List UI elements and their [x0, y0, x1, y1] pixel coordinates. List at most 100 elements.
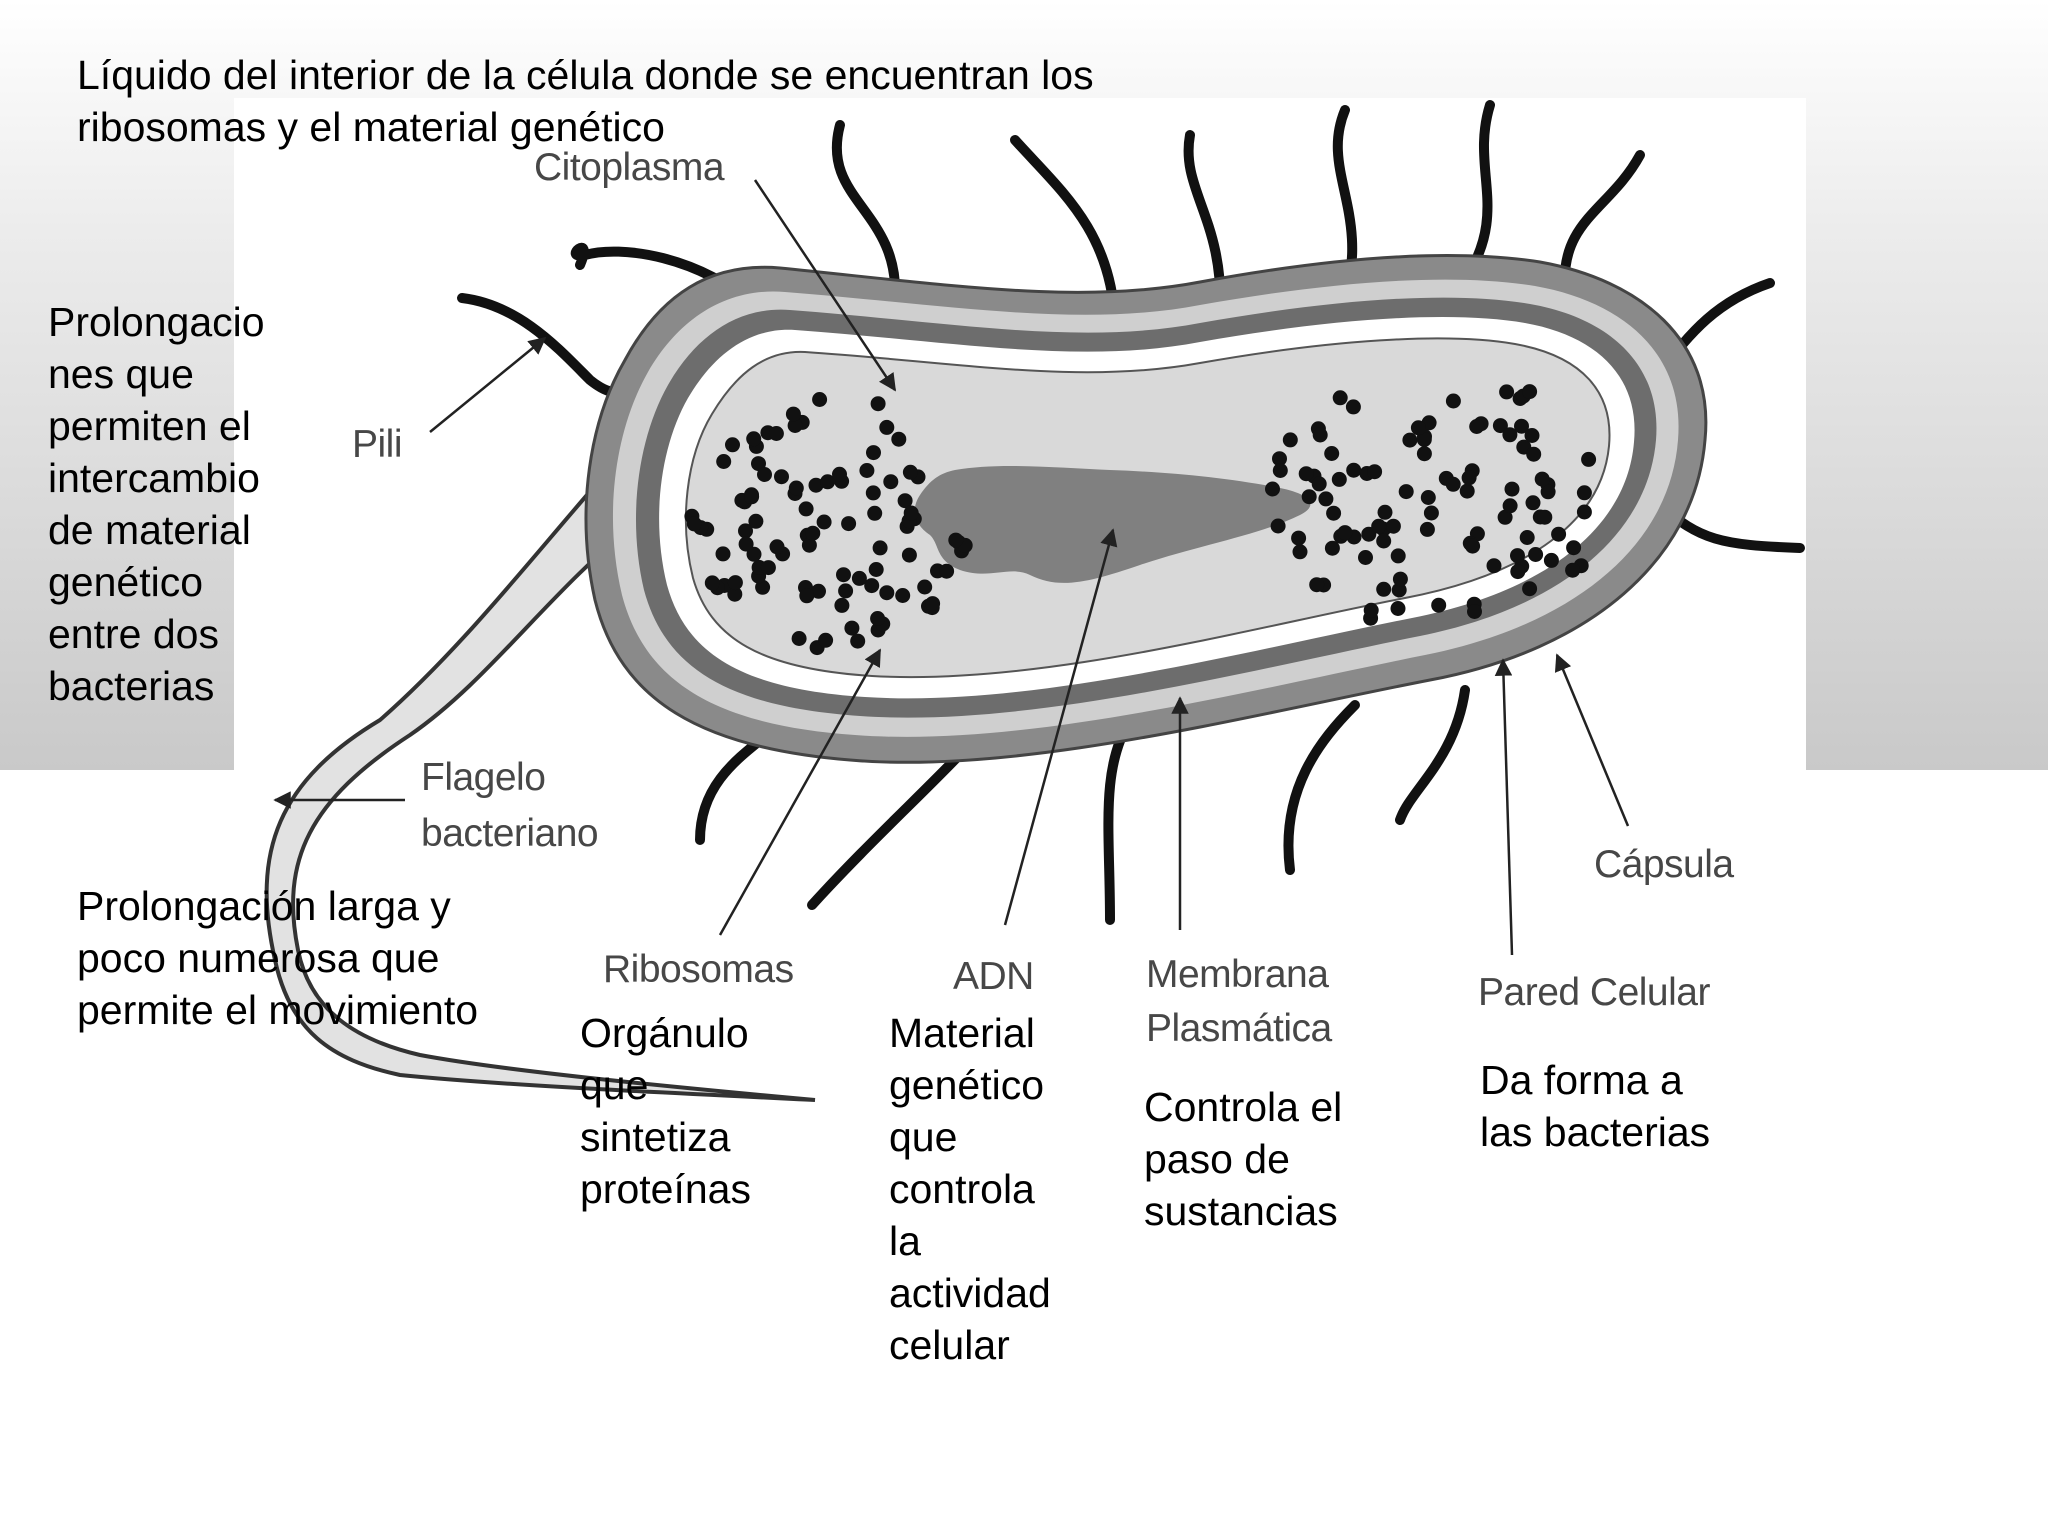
ribosome-dot [1363, 602, 1379, 618]
ribosome-dot [1510, 548, 1525, 564]
ribosome-dot [1371, 518, 1387, 534]
ribosome-dot [1469, 419, 1485, 434]
leader-arrows [273, 179, 1630, 956]
ribosome-dot [1519, 530, 1535, 545]
arrow-ribosomas [718, 648, 882, 936]
ribosome-dot [897, 493, 913, 509]
pilus [1395, 685, 1470, 825]
note-flagelo: Prolongación larga y poco numerosa que p… [77, 883, 479, 1033]
ribosome-dot [785, 406, 801, 422]
ribosome-dot [1543, 552, 1559, 568]
ribosome-dot [1377, 504, 1393, 520]
ribosome-dot [820, 474, 836, 490]
ribosome-dot [1332, 390, 1348, 406]
ribosome-dot [844, 620, 860, 636]
ribosome-dot [865, 485, 881, 501]
ribosome-dot [1416, 432, 1432, 447]
ribosome-dot [1497, 509, 1513, 525]
ribosome-dot [1528, 547, 1544, 562]
ribosome-dot [851, 570, 867, 586]
label-citoplasma: Citoplasma [534, 146, 725, 189]
note-citoplasma: Líquido del interior de la célula donde … [77, 52, 1094, 150]
ribosome-dot [1390, 601, 1406, 616]
ribosome-dot [1331, 471, 1347, 487]
ribosome-dot [864, 578, 880, 594]
ribosome-dot [798, 501, 814, 517]
ribosome-dot [1324, 540, 1340, 556]
ribosome-dot [1272, 451, 1287, 467]
ribosome-dot [1459, 483, 1475, 499]
ribosome-dot [1499, 384, 1515, 400]
ribosome-dot [1312, 427, 1328, 443]
ribosome-dot [1311, 476, 1327, 492]
ribosome-dot [841, 516, 857, 532]
ribosome-dot [811, 583, 826, 599]
ribosome-dot [1292, 544, 1308, 560]
ribosome-dot [1526, 446, 1542, 462]
ribosome-dot [1282, 432, 1298, 448]
ribosome-dot [1416, 446, 1432, 462]
ribosome-dot [870, 611, 886, 626]
label-pared: Pared Celular [1478, 971, 1710, 1014]
ribosome-dot [832, 466, 847, 482]
pilus [831, 120, 901, 305]
ribosome-dot [1576, 485, 1592, 501]
ribosome-dot [716, 454, 732, 469]
ribosome-dot [805, 525, 821, 541]
arrow-citoplasma [753, 179, 897, 392]
ribosome-dot [727, 586, 743, 602]
ribosome-dot [1431, 597, 1447, 613]
ribosome-dot [895, 588, 911, 603]
ribosome-dot [1565, 562, 1581, 578]
note-membrana: Controla el paso de sustancias [1144, 1084, 1343, 1234]
ribosome-dot [816, 514, 832, 530]
ribosome-dot [1298, 466, 1314, 482]
ribosome-dot [1326, 505, 1342, 521]
dna-nucleoid [914, 465, 1311, 583]
ribosome-dot [725, 437, 740, 453]
ribosome-dot [1410, 420, 1426, 436]
ribosome-dot [939, 563, 955, 579]
note-ribosomas: Orgánulo que sintetiza proteínas [580, 1010, 751, 1212]
ribosome-dot [1461, 470, 1477, 486]
ribosome-dot [686, 516, 702, 532]
ribosome-dot [1524, 428, 1540, 443]
ribosome-dot [902, 464, 918, 480]
ribosome-cluster-left [684, 392, 973, 656]
ribosome-dot [1576, 504, 1592, 520]
label-capsula: Cápsula [1594, 843, 1734, 886]
ribosome-dot [1522, 384, 1538, 400]
ribosome-dot [1376, 581, 1392, 597]
ribosome-dot [925, 596, 941, 612]
label-membrana: Membrana Plasmática [1146, 953, 1332, 1050]
ribosome-dot [1291, 530, 1307, 546]
ribosome-dot [859, 463, 875, 478]
ribosome-dot [1522, 581, 1538, 597]
ribosome-dot [901, 547, 917, 563]
label-ribosomas: Ribosomas [603, 948, 794, 991]
ribosome-dot [1309, 577, 1325, 593]
ribosome-dot [1390, 548, 1406, 564]
ribosome-dot [879, 585, 895, 601]
ribosome-dot [738, 523, 753, 539]
ribosome-dot [812, 392, 828, 407]
label-adn: ADN [953, 955, 1034, 998]
ribosome-dot [1525, 495, 1541, 511]
ribosome-dot [1566, 540, 1582, 556]
note-adn: Material genético que controla la activi… [889, 1010, 1051, 1368]
ribosome-dot [1301, 489, 1317, 505]
pilus [1010, 135, 1120, 325]
ribosome-dot [791, 631, 807, 646]
arrow-capsula [1554, 653, 1630, 827]
ribosome-dot [1324, 446, 1340, 461]
ribosome-dot [1346, 462, 1362, 478]
ribosome-dot [746, 546, 762, 562]
note-pili: Prolongacio nes que permiten el intercam… [48, 299, 265, 709]
ribosome-cluster-right [1265, 384, 1597, 626]
ribosome-dot [1318, 491, 1334, 507]
arrow-adn [1003, 528, 1118, 926]
ribosome-dot [836, 567, 851, 583]
ribosome-dot [1445, 476, 1461, 492]
